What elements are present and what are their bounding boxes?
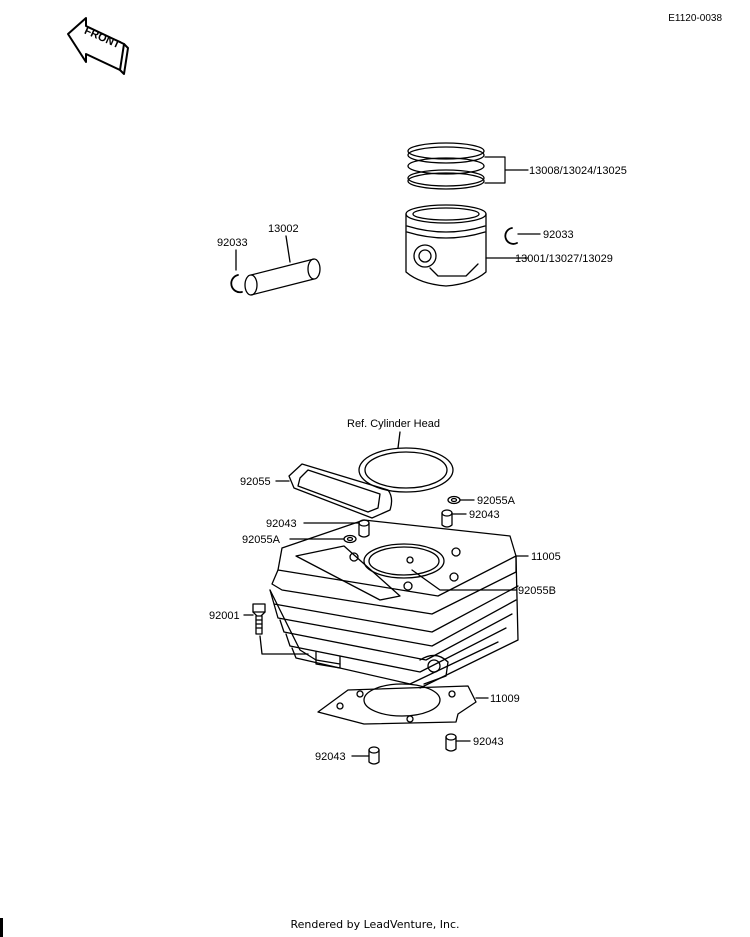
label-dowel-lower-left: 92043 [315,751,346,763]
piston-pin [244,258,321,296]
label-base-gasket: 11009 [490,693,520,705]
cylinder-block [269,519,519,689]
edge-mark [0,918,3,937]
piston [405,204,487,287]
label-rings: 13008/13024/13025 [529,165,627,177]
label-dowel-upper-left: 92043 [266,518,297,530]
label-oring-upper-right: 92055A [477,495,516,507]
circlip-left [230,274,243,294]
diagram-code: E1120-0038 [668,13,722,24]
label-head-gasket: 92055 [240,476,271,488]
label-oring-center: 92055B [518,585,556,597]
piston-rings [407,142,485,190]
circlip-right [504,227,518,245]
label-circlip-left: 92033 [217,237,248,249]
bolt [252,603,266,635]
dowel-lower-left [368,746,380,765]
dowel-lower-right [445,733,457,752]
label-dowel-lower-right: 92043 [473,736,504,748]
label-oring-upper-left: 92055A [242,534,281,546]
head-ref-ring [358,447,454,493]
label-cylinder: 11005 [531,551,561,563]
dowel-upper-right [441,509,453,528]
label-bolt: 92001 [209,610,240,622]
head-gasket [288,463,393,519]
label-dowel-upper-right: 92043 [469,509,500,521]
label-piston: 13001/13027/13029 [515,253,613,265]
label-circlip-right: 92033 [543,229,574,241]
dowel-upper-left [358,519,370,538]
label-ref-head: Ref. Cylinder Head [347,418,440,430]
oring-upper-right [447,495,461,505]
label-pin: 13002 [268,223,299,235]
front-arrow-icon [67,17,129,75]
footer-credit: Rendered by LeadVenture, Inc. [290,918,460,931]
oring-upper-left [343,534,357,544]
base-gasket [317,683,477,725]
